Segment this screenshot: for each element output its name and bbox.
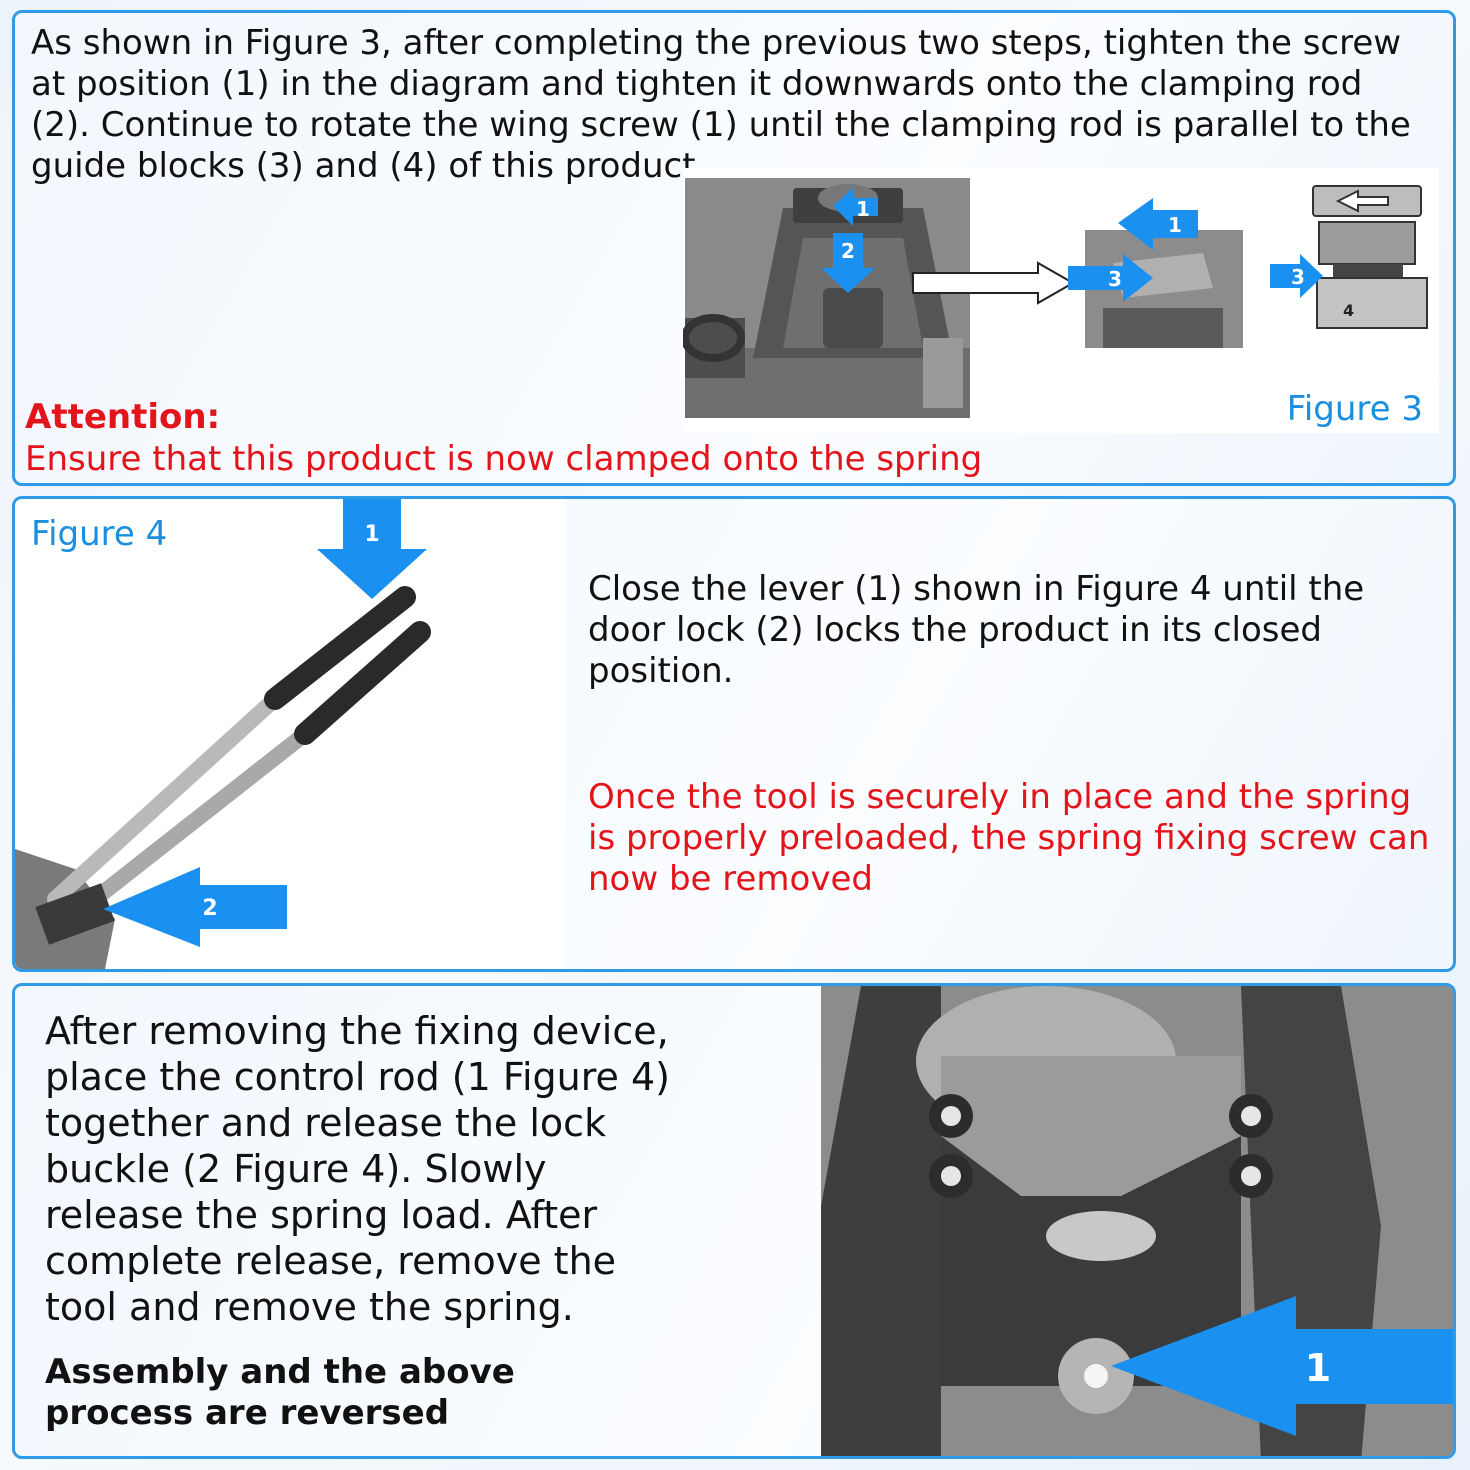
arrow-down-icon [821,233,875,293]
marker-1b: 1 [1168,213,1182,237]
arrow-left-icon [833,188,878,226]
step-instruction: After removing the fixing device, place … [45,1009,670,1329]
release-illustration: 1 [821,986,1453,1456]
arrow-left-icon [1111,1296,1453,1436]
preload-note: Once the tool is securely in place and t… [588,777,1430,899]
marker-2: 2 [841,239,855,263]
step-instruction: Close the lever (1) shown in Figure 4 un… [588,569,1365,691]
marker-4: 4 [1343,301,1354,320]
marker-3b: 3 [1291,265,1305,289]
step-panel-figure-3: As shown in Figure 3, after completing t… [12,10,1456,486]
attention-text: Ensure that this product is now clamped … [25,439,983,479]
figure-4-illustration: 1 2 Figure 4 [15,499,565,969]
figure-3-caption: Figure 3 [1287,389,1423,429]
marker-1: 1 [856,197,870,221]
reverse-note: Assembly and the above process are rever… [45,1352,515,1433]
figure-4-caption: Figure 4 [31,514,167,554]
arrow-left-icon [1118,198,1198,250]
step-instruction: As shown in Figure 3, after completing t… [31,23,1411,186]
arrow-right-icon [1068,254,1153,302]
figure-3-illustration: 1 2 1 3 4 3 Figure 3 [681,168,1439,433]
step-panel-figure-4: 1 2 Figure 4 Close the lever (1) shown i… [12,496,1456,972]
arrow-down-icon [317,499,427,599]
marker-lever: 1 [364,522,379,547]
marker-lock: 2 [202,896,217,921]
marker-release: 1 [1305,1346,1331,1390]
step-panel-release: After removing the fixing device, place … [12,983,1456,1459]
arrow-left-icon [103,867,287,947]
marker-3: 3 [1108,267,1122,291]
attention-label: Attention: [25,397,221,437]
arrow-right-icon [1270,254,1323,298]
